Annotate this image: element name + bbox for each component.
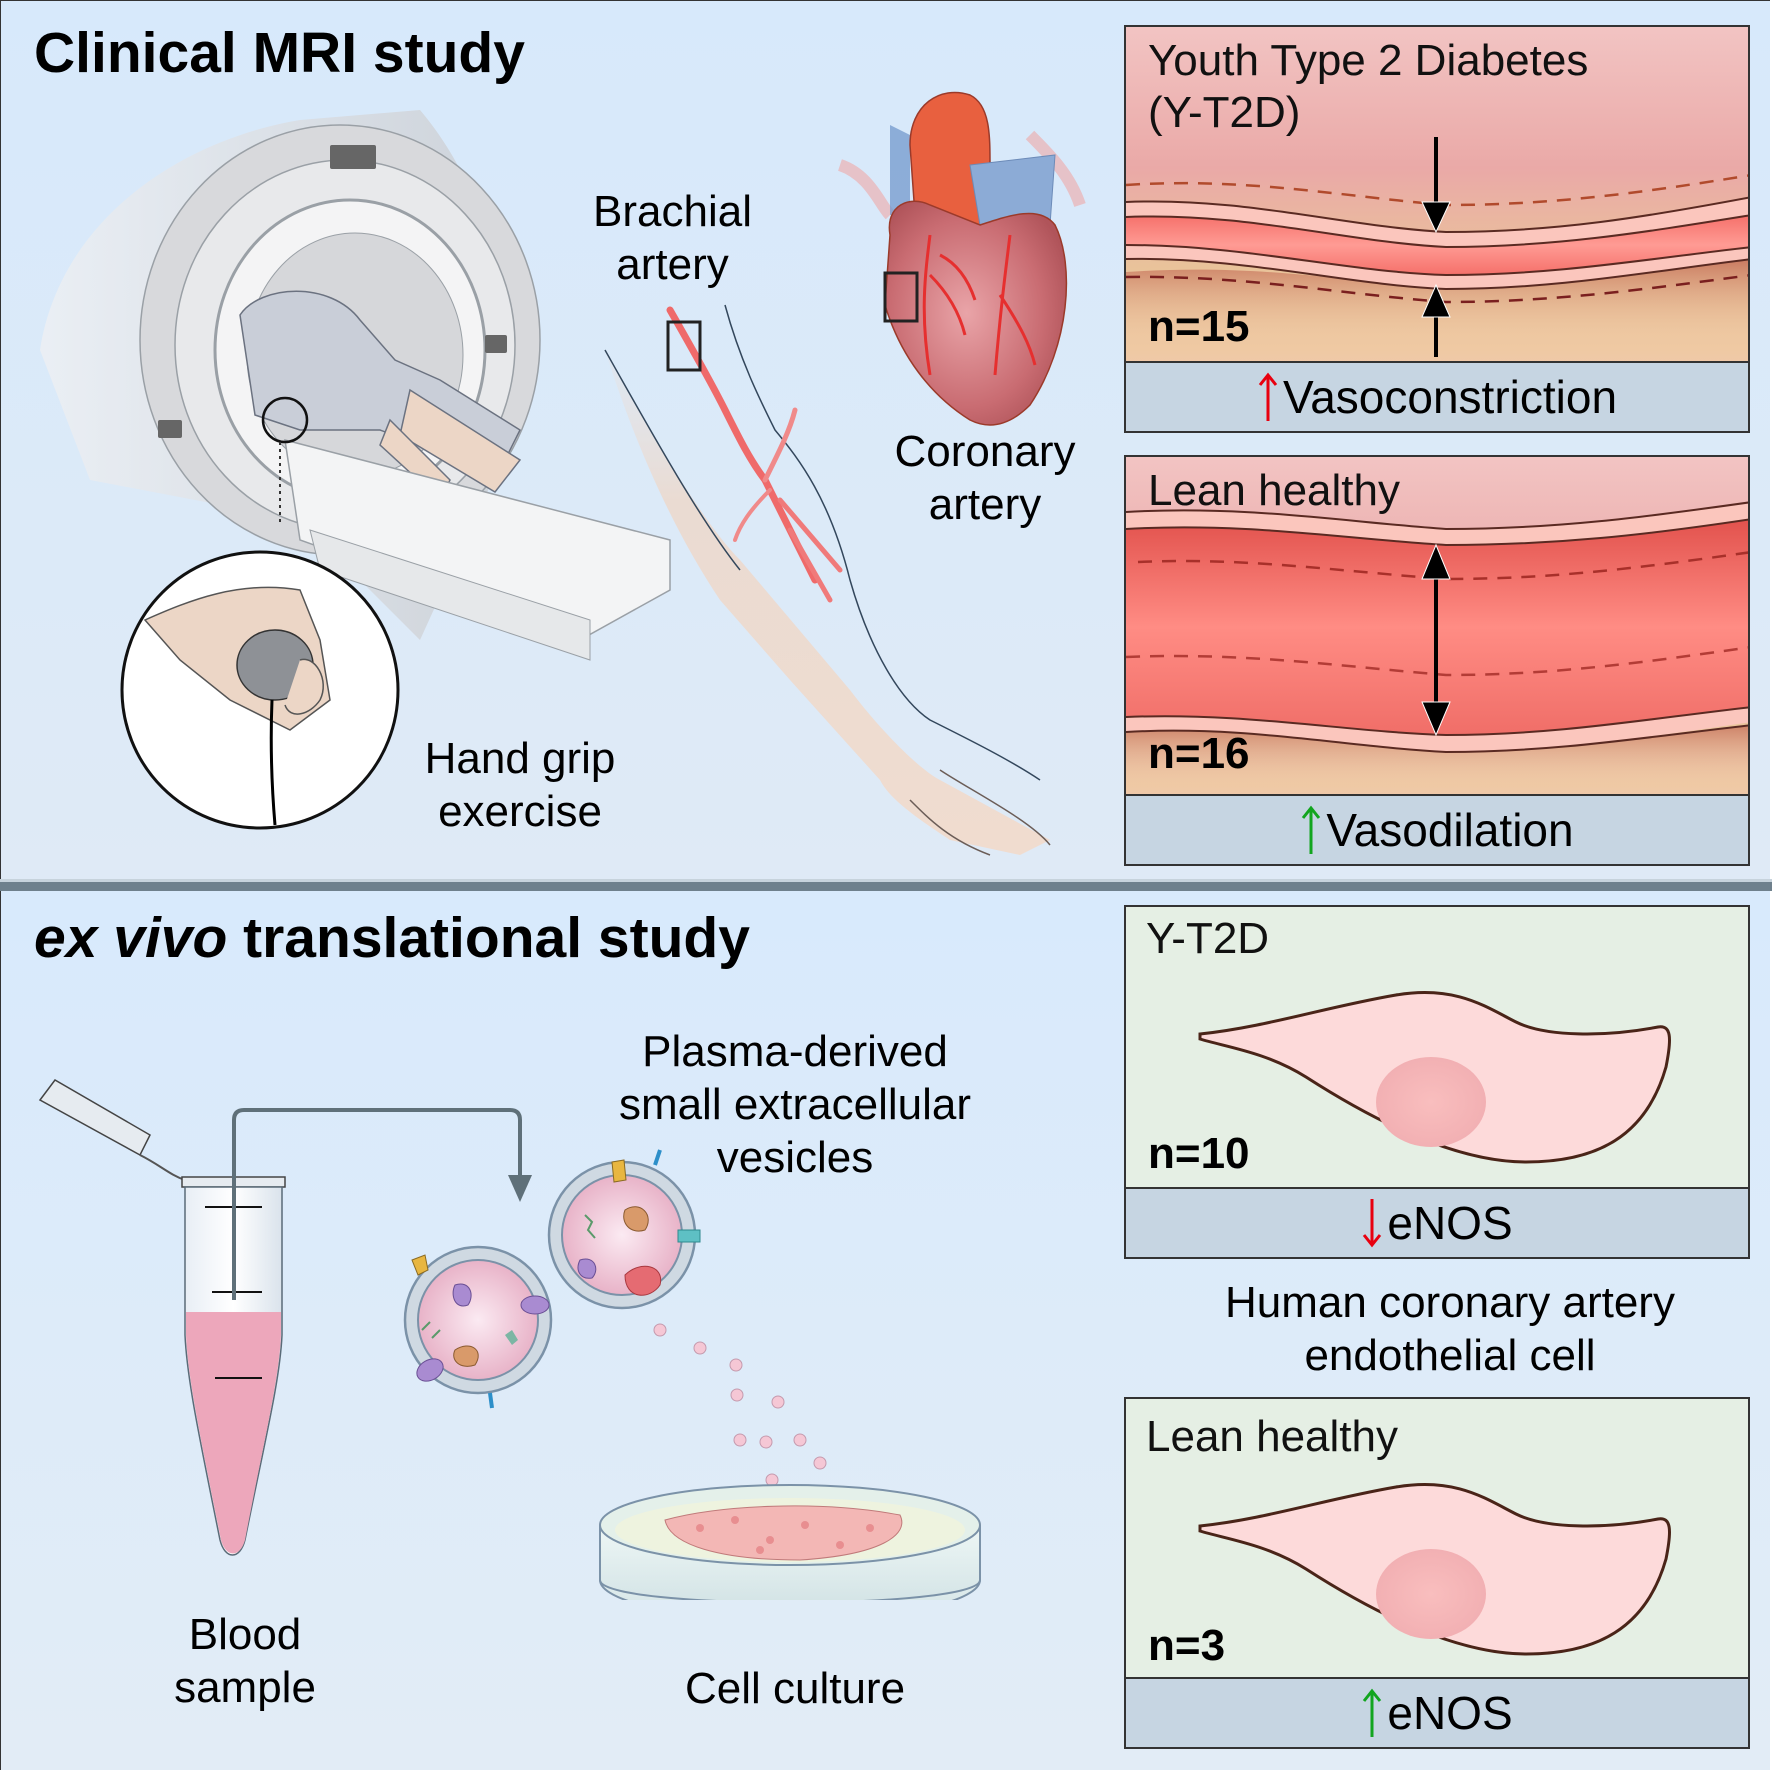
coronary-artery-label: Coronary artery: [860, 425, 1110, 531]
red-down-arrow-icon: [1363, 1199, 1382, 1248]
endothelial-cell-icon: [1198, 1482, 1672, 1656]
blood-label-line1: Blood: [188, 1610, 302, 1659]
lean-healthy-vessel-heading: Lean healthy: [1148, 465, 1400, 517]
coronary-label-line1: Coronary: [894, 427, 1076, 476]
cell-culture-label: Cell culture: [684, 1664, 906, 1713]
sample-size: n=3: [1148, 1621, 1226, 1670]
dilated-vessel-illustration: [1126, 501, 1748, 787]
ex-vivo-title-italic: ex vivo: [34, 906, 228, 970]
y-t2d-cell-panel: Y-T2D n=10 eNOS: [1124, 905, 1750, 1259]
ex-vivo-title: ex vivo translational study: [34, 905, 750, 971]
y-t2d-vessel-heading: Youth Type 2 Diabetes (Y-T2D): [1148, 35, 1588, 139]
blood-sample-label: Blood sample: [130, 1608, 360, 1714]
handgrip-label-line2: exercise: [438, 787, 602, 836]
green-up-arrow-icon: [1302, 805, 1321, 854]
sample-size: n=16: [1148, 729, 1250, 778]
y-t2d-cell-heading: Y-T2D: [1146, 914, 1270, 963]
section-divider: [0, 879, 1772, 891]
arm-illustration: [604, 304, 1051, 856]
lean-healthy-cell-panel: Lean healthy n=3 eNOS: [1124, 1397, 1750, 1749]
result-label: eNOS: [1387, 1687, 1513, 1739]
vesicles-label-line1: Plasma-derived: [642, 1027, 948, 1076]
vesicles-label: Plasma-derived small extracellular vesic…: [580, 1025, 1010, 1184]
coronary-label-line2: artery: [928, 480, 1042, 529]
heading-line1: Youth Type 2 Diabetes: [1148, 36, 1589, 85]
handgrip-label-line1: Hand grip: [424, 734, 616, 783]
cell-type-label-line2: endothelial cell: [1304, 1331, 1596, 1380]
lean-healthy-vessel-panel: Lean healthy n=16 Vasodilation: [1124, 455, 1750, 866]
result-strip: Vasoconstriction: [1126, 361, 1748, 431]
heading-line1: Lean healthy: [1148, 466, 1400, 515]
lean-healthy-cell-heading: Lean healthy: [1146, 1412, 1398, 1461]
constricted-vessel-illustration: [1126, 137, 1748, 357]
cell-type-label: Human coronary artery endothelial cell: [1124, 1276, 1772, 1382]
brachial-artery-label: Brachial artery: [560, 185, 785, 291]
brachial-label-line1: Brachial: [593, 187, 752, 236]
sample-size: n=10: [1148, 1129, 1250, 1178]
heading-line2: (Y-T2D): [1148, 88, 1301, 137]
red-up-arrow-icon: [1258, 372, 1278, 421]
vesicles-label-line2: small extracellular: [618, 1080, 972, 1129]
ex-vivo-illustration: [38, 1079, 981, 1600]
y-t2d-vessel-panel: Youth Type 2 Diabetes (Y-T2D) n=15 Vasoc…: [1124, 25, 1750, 433]
green-up-arrow-icon: [1363, 1688, 1382, 1737]
cell-type-label-line1: Human coronary artery: [1225, 1278, 1675, 1327]
result-label: eNOS: [1387, 1197, 1513, 1249]
blood-label-line2: sample: [174, 1663, 316, 1712]
clinical-mri-title: Clinical MRI study: [34, 21, 525, 85]
result-label: Vasodilation: [1326, 804, 1574, 856]
vesicles-label-line3: vesicles: [716, 1133, 874, 1182]
result-strip: Vasodilation: [1126, 794, 1748, 864]
result-strip: eNOS: [1126, 1187, 1748, 1257]
sample-size: n=15: [1148, 302, 1250, 351]
result-label: Vasoconstriction: [1282, 371, 1618, 423]
endothelial-cell-icon: [1198, 990, 1672, 1164]
heart-illustration: [837, 91, 1086, 426]
brachial-label-line2: artery: [616, 240, 729, 289]
ex-vivo-title-rest: translational study: [227, 906, 750, 970]
handgrip-label: Hand grip exercise: [390, 732, 650, 838]
mri-scanner-illustration: [40, 110, 671, 830]
result-strip: eNOS: [1126, 1677, 1748, 1747]
